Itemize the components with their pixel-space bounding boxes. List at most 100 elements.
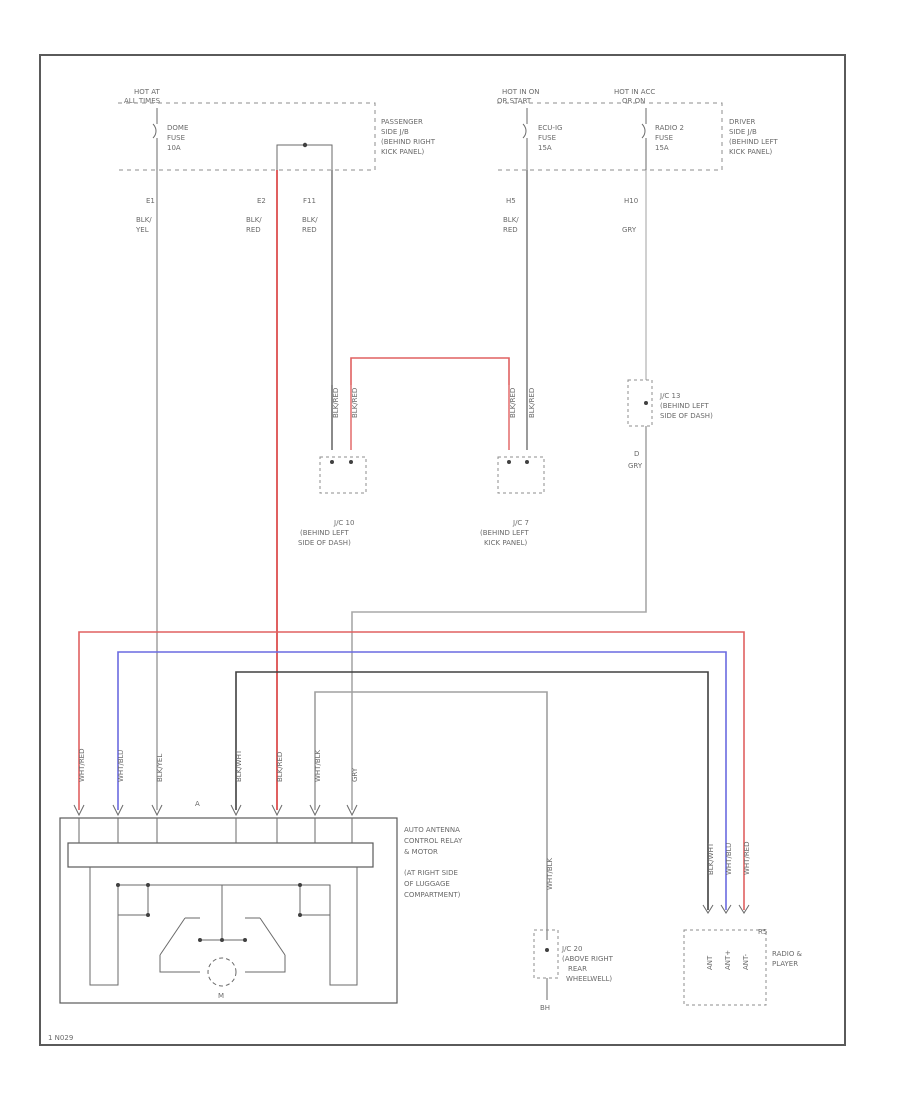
svg-text:DOME: DOME bbox=[167, 124, 188, 132]
jc20-connector: J/C 20 (ABOVE RIGHT REAR WHEELWELL) bbox=[533, 929, 614, 1000]
svg-text:GRY: GRY bbox=[351, 767, 359, 782]
svg-text:CONTROL RELAY: CONTROL RELAY bbox=[404, 837, 463, 845]
hot-in-on-2: OR START bbox=[497, 97, 532, 105]
svg-text:(BEHIND LEFT: (BEHIND LEFT bbox=[480, 529, 529, 537]
hot-at-all-times-1: HOT AT bbox=[134, 88, 161, 96]
svg-text:SIDE OF DASH): SIDE OF DASH) bbox=[660, 412, 713, 420]
ground-bh: BH bbox=[540, 1004, 550, 1012]
svg-text:BLK/RED: BLK/RED bbox=[276, 752, 284, 782]
svg-text:SIDE J/B: SIDE J/B bbox=[381, 128, 409, 136]
dome-fuse: DOME FUSE 10A bbox=[152, 108, 188, 170]
jc10-connector: J/C 10 (BEHIND LEFT SIDE OF DASH) bbox=[298, 456, 367, 547]
svg-text:SIDE OF DASH): SIDE OF DASH) bbox=[298, 539, 351, 547]
svg-text:ANT: ANT bbox=[706, 955, 714, 970]
wire-e2-color-2: RED bbox=[246, 226, 261, 234]
footer-code: 1 N029 bbox=[48, 1034, 73, 1042]
svg-text:J/C 10: J/C 10 bbox=[333, 519, 354, 527]
antenna-connector-pins bbox=[73, 804, 358, 817]
jc13-connector: J/C 13 (BEHIND LEFT SIDE OF DASH) bbox=[627, 379, 713, 427]
svg-text:RADIO &: RADIO & bbox=[772, 950, 803, 958]
hot-in-acc-1: HOT IN ACC bbox=[614, 88, 655, 96]
svg-text:R5: R5 bbox=[758, 928, 767, 936]
hot-in-acc-2: OR ON bbox=[622, 97, 645, 105]
hot-at-all-times-2: ALL TIMES bbox=[124, 97, 161, 105]
jc13-wire-gry: GRY bbox=[628, 462, 643, 470]
wire-f11-color-1: BLK/ bbox=[302, 216, 318, 224]
wire-h5-color-2: RED bbox=[503, 226, 518, 234]
motor-label: M bbox=[218, 992, 224, 1000]
wire-wht-red bbox=[78, 631, 745, 910]
radio-wire-label-2: WHT/BLU bbox=[725, 843, 733, 875]
svg-text:SIDE J/B: SIDE J/B bbox=[729, 128, 757, 136]
svg-text:ECU-IG: ECU-IG bbox=[538, 124, 562, 132]
jc10-wire-label-a: BLK/RED bbox=[332, 388, 340, 418]
svg-text:15A: 15A bbox=[538, 144, 552, 152]
svg-text:J/C 7: J/C 7 bbox=[512, 519, 529, 527]
svg-text:BLK/WHT: BLK/WHT bbox=[235, 749, 243, 782]
svg-text:WHEELWELL): WHEELWELL) bbox=[566, 975, 612, 983]
wire-blk-wht bbox=[235, 671, 709, 910]
diagram-frame bbox=[39, 54, 846, 1046]
svg-text:PLAYER: PLAYER bbox=[772, 960, 798, 968]
svg-text:J/C 20: J/C 20 bbox=[561, 945, 582, 953]
svg-text:WHT/RED: WHT/RED bbox=[78, 749, 86, 783]
ecu-ig-fuse: ECU-IG FUSE 15A bbox=[522, 108, 562, 170]
antenna-relay-label: AUTO ANTENNA CONTROL RELAY & MOTOR (AT R… bbox=[404, 826, 463, 899]
pin-h5: H5 bbox=[506, 197, 516, 205]
radio-player: ANT ANT+ ANT- R5 RADIO & PLAYER bbox=[683, 904, 803, 1006]
svg-text:& MOTOR: & MOTOR bbox=[404, 848, 438, 856]
wire-e1-color-2: YEL bbox=[135, 226, 149, 234]
jc10-wire-label-b: BLK/RED bbox=[351, 388, 359, 418]
wire-h5-color-1: BLK/ bbox=[503, 216, 519, 224]
svg-text:(ABOVE RIGHT: (ABOVE RIGHT bbox=[562, 955, 614, 963]
jc7-wire-label-b: BLK/RED bbox=[528, 388, 536, 418]
pin-h10: H10 bbox=[624, 197, 638, 205]
wire-e1-color-1: BLK/ bbox=[136, 216, 152, 224]
pin-e1: E1 bbox=[146, 197, 155, 205]
antenna-connector-labels: WHT/RED WHT/BLU BLK/YEL BLK/WHT BLK/RED … bbox=[78, 749, 359, 783]
pin-f11: F11 bbox=[303, 197, 316, 205]
jc7-connector: J/C 7 (BEHIND LEFT KICK PANEL) bbox=[480, 456, 545, 547]
wire-h10-color: GRY bbox=[622, 226, 637, 234]
svg-text:PASSENGER: PASSENGER bbox=[381, 118, 423, 126]
svg-text:AUTO ANTENNA: AUTO ANTENNA bbox=[404, 826, 460, 834]
wire-wht-blk-ground bbox=[314, 691, 548, 940]
svg-text:ANT-: ANT- bbox=[742, 953, 750, 970]
svg-text:FUSE: FUSE bbox=[655, 134, 673, 142]
antenna-ref: A bbox=[195, 800, 200, 808]
jc7-wire-label-a: BLK/RED bbox=[509, 388, 517, 418]
svg-text:WHT/BLK: WHT/BLK bbox=[314, 749, 322, 782]
passenger-jb-label: PASSENGER SIDE J/B (BEHIND RIGHT KICK PA… bbox=[381, 118, 436, 156]
svg-text:ANT+: ANT+ bbox=[724, 950, 732, 970]
svg-text:(BEHIND LEFT: (BEHIND LEFT bbox=[660, 402, 709, 410]
wire-f11-color-2: RED bbox=[302, 226, 317, 234]
jumper-jc10-jc7 bbox=[350, 357, 510, 385]
hot-in-on-1: HOT IN ON bbox=[502, 88, 540, 96]
wire-e2-color-1: BLK/ bbox=[246, 216, 262, 224]
svg-text:KICK PANEL): KICK PANEL) bbox=[381, 148, 424, 156]
wire-wht-blu bbox=[117, 651, 727, 910]
radio-wire-label-3: WHT/RED bbox=[743, 842, 751, 876]
svg-text:15A: 15A bbox=[655, 144, 669, 152]
driver-jb-label: DRIVER SIDE J/B (BEHIND LEFT KICK PANEL) bbox=[729, 118, 778, 156]
svg-text:COMPARTMENT): COMPARTMENT) bbox=[404, 891, 461, 899]
svg-text:KICK PANEL): KICK PANEL) bbox=[729, 148, 772, 156]
svg-text:FUSE: FUSE bbox=[538, 134, 556, 142]
antenna-relay-motor bbox=[59, 817, 398, 1004]
wire-gry-to-antenna bbox=[351, 426, 647, 810]
svg-text:RADIO 2: RADIO 2 bbox=[655, 124, 684, 132]
svg-text:(BEHIND RIGHT: (BEHIND RIGHT bbox=[381, 138, 436, 146]
svg-text:(AT RIGHT SIDE: (AT RIGHT SIDE bbox=[404, 869, 458, 877]
svg-text:J/C 13: J/C 13 bbox=[659, 392, 680, 400]
svg-text:BLK/YEL: BLK/YEL bbox=[156, 754, 164, 782]
passenger-jb-box bbox=[118, 102, 376, 171]
svg-text:10A: 10A bbox=[167, 144, 181, 152]
passenger-jb-splice bbox=[302, 142, 308, 148]
radio-wire-label-1: BLK/WHT bbox=[707, 842, 715, 875]
svg-text:WHT/BLU: WHT/BLU bbox=[117, 750, 125, 782]
svg-text:DRIVER: DRIVER bbox=[729, 118, 756, 126]
pin-e2: E2 bbox=[257, 197, 266, 205]
radio2-fuse: RADIO 2 FUSE 15A bbox=[641, 108, 684, 170]
svg-text:FUSE: FUSE bbox=[167, 134, 185, 142]
